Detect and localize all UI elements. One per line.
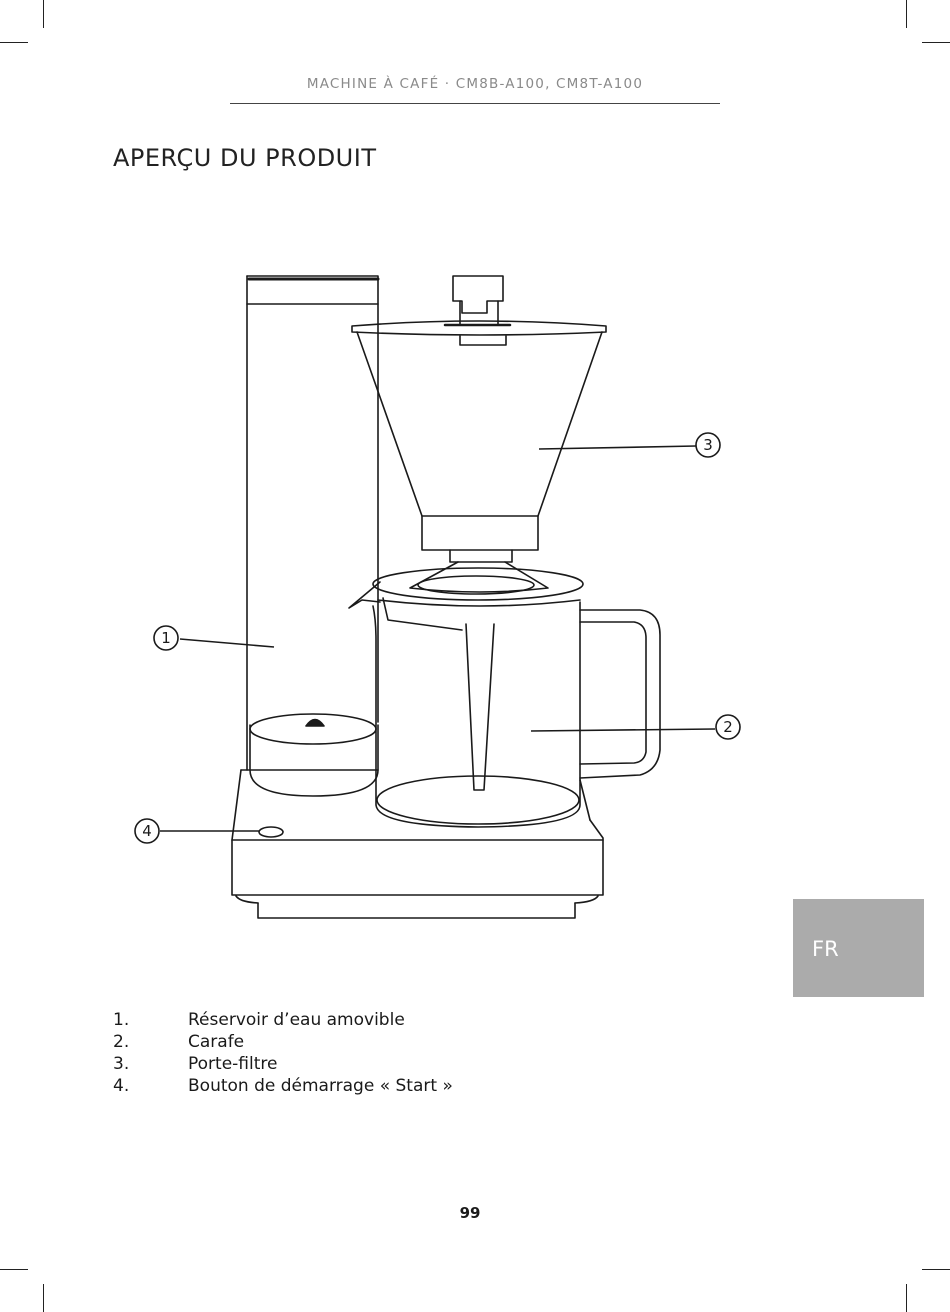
legend-number: 4. xyxy=(113,1076,130,1096)
legend-item: 3. Porte-filtre xyxy=(113,1053,453,1075)
callout-circle-1 xyxy=(153,625,179,651)
legend-item: 1. Réservoir d’eau amovible xyxy=(113,1009,453,1031)
running-header: MACHINE À CAFÉ · CM8B-A100, CM8T-A100 xyxy=(306,76,644,92)
crop-mark xyxy=(922,1269,950,1270)
callout-label-4: 4 xyxy=(142,822,152,840)
crop-mark xyxy=(0,1269,28,1270)
legend-number: 3. xyxy=(113,1054,130,1074)
legend-item: 2. Carafe xyxy=(113,1031,453,1053)
legend-label: Réservoir d’eau amovible xyxy=(188,1010,405,1030)
valve-assembly xyxy=(452,275,504,325)
leader-line-1 xyxy=(179,638,275,648)
water-tank xyxy=(246,275,380,797)
leader-line-2 xyxy=(530,728,716,732)
page-number: 99 xyxy=(459,1204,481,1222)
callout-label-2: 2 xyxy=(723,718,733,736)
language-tab: FR xyxy=(793,899,924,997)
legend-item: 4. Bouton de démarrage « Start » xyxy=(113,1075,453,1097)
legend-number: 1. xyxy=(113,1010,130,1030)
crop-mark xyxy=(906,1284,907,1312)
header-rule xyxy=(230,103,720,104)
callout-circle-4 xyxy=(134,818,160,844)
legend-label: Bouton de démarrage « Start » xyxy=(188,1076,453,1096)
crop-mark xyxy=(43,0,44,28)
crop-mark xyxy=(906,0,907,28)
crop-mark xyxy=(0,42,28,43)
parts-legend: 1. Réservoir d’eau amovible 2. Carafe 3. Po… xyxy=(113,1009,453,1097)
legend-label: Carafe xyxy=(188,1032,245,1052)
callout-label-3: 3 xyxy=(703,436,713,454)
callout-circle-2 xyxy=(715,714,741,740)
carafe xyxy=(348,567,661,828)
legend-label: Porte-filtre xyxy=(188,1054,278,1074)
callout-label-1: 1 xyxy=(161,629,171,647)
filter-holder xyxy=(351,320,607,593)
section-title: APERÇU DU PRODUIT xyxy=(113,144,377,172)
machine-base xyxy=(231,769,604,919)
leader-line-3 xyxy=(538,445,697,450)
coffee-machine-illustration: 1 2 3 4 xyxy=(134,275,741,919)
language-tab-label: FR xyxy=(812,937,839,961)
crop-mark xyxy=(43,1284,44,1312)
crop-mark xyxy=(922,42,950,43)
legend-number: 2. xyxy=(113,1032,130,1052)
callout-circle-3 xyxy=(695,432,721,458)
